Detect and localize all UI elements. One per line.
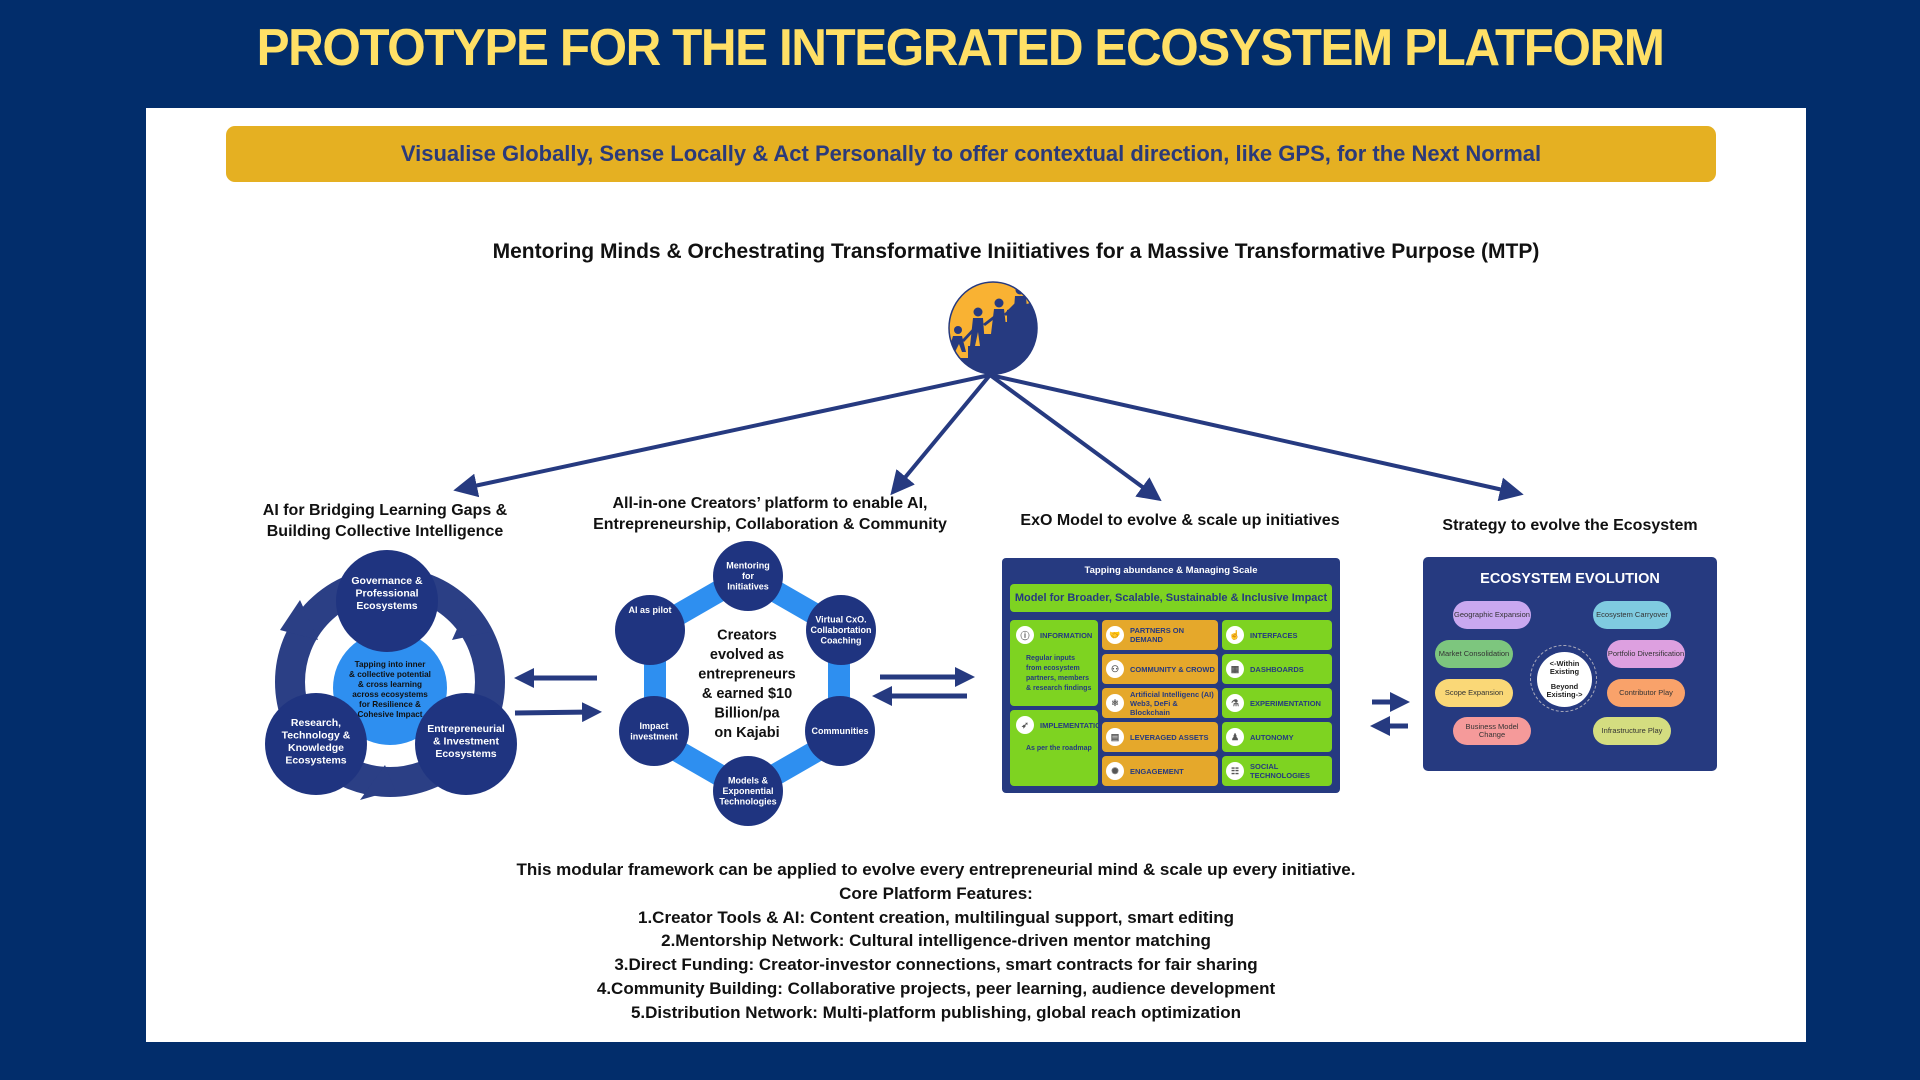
creators-node-6: AI as pilot xyxy=(628,605,671,615)
feature-item: 5.Distribution Network: Multi-platform p… xyxy=(630,1002,1242,1022)
strategy-section-title: Strategy to evolve the Ecosystem xyxy=(1442,517,1698,534)
exo-right-cell: ♟AUTONOMY xyxy=(1222,722,1332,752)
creators-node-circle xyxy=(615,595,685,665)
engagement-icon: ✺ xyxy=(1106,762,1124,780)
exo-right-cell: ☷SOCIAL TECHNOLOGIES xyxy=(1222,756,1332,786)
exo-implementation: ➶IMPLEMENTATION As per the roadmap xyxy=(1010,710,1106,786)
page-title: PROTOTYPE FOR THE INTEGRATED ECOSYSTEM P… xyxy=(256,19,1665,77)
framework-intro: This modular framework can be applied to… xyxy=(516,860,1356,879)
exo-model-bar: Model for Broader, Scalable, Sustainable… xyxy=(1010,584,1332,612)
handshake-icon: 🤝 xyxy=(1106,626,1124,644)
feature-item: 3.Direct Funding: Creator-investor conne… xyxy=(614,955,1258,975)
fanout-arrows xyxy=(453,373,1524,502)
exo-middle-cell: 🤝PARTNERS ON DEMAND xyxy=(1102,620,1218,650)
exo-right-cell: ⚗EXPERIMENTATION xyxy=(1222,688,1332,718)
features-heading: Core Platform Features: xyxy=(839,883,1033,903)
feature-item: 1.Creator Tools & AI: Content creation, … xyxy=(638,907,1234,927)
ai-center-text: Tapping into inner& collective potential… xyxy=(349,660,431,719)
creators-node-circle xyxy=(805,696,875,766)
feature-item: 2.Mentorship Network: Cultural intellige… xyxy=(661,931,1211,951)
social-icon: ☷ xyxy=(1226,762,1244,780)
assets-icon: ▤ xyxy=(1106,728,1124,746)
arrow-to-creators xyxy=(890,373,992,496)
feature-item: 4.Community Building: Collaborative proj… xyxy=(596,978,1276,998)
creators-node-3: Communities xyxy=(811,726,868,736)
ai-ecosystem-cycle xyxy=(265,550,517,800)
touch-icon: ☝ xyxy=(1226,626,1244,644)
exo-section-title: ExO Model to evolve & scale up initiativ… xyxy=(1020,512,1340,529)
center-ring xyxy=(1530,645,1597,712)
team-icon: ♟ xyxy=(1226,728,1244,746)
exo-middle-cell: ▤LEVERAGED ASSETS xyxy=(1102,722,1218,752)
mtp-heading: Mentoring Minds & Orchestrating Transfor… xyxy=(492,240,1540,263)
tagline-banner: Visualise Globally, Sense Locally & Act … xyxy=(226,126,1716,182)
exo-right-cell: ▦DASHBOARDS xyxy=(1222,654,1332,684)
dashboard-icon: ▦ xyxy=(1226,660,1244,678)
exo-model-box: Tapping abundance & Managing Scale Model… xyxy=(1002,558,1340,793)
exo-middle-cell: ✺ENGAGEMENT xyxy=(1102,756,1218,786)
ai-center-label: Tapping into inner& collective potential… xyxy=(349,660,431,719)
arrow-ai-to-creators xyxy=(514,702,602,723)
exo-header: Tapping abundance & Managing Scale xyxy=(1084,565,1258,576)
arrow-to-ai xyxy=(453,373,991,498)
exo-middle-cell: ⚛Artificial Intelligenc (AI) Web3, DeFi … xyxy=(1102,688,1218,718)
crowd-icon: ⚇ xyxy=(1106,660,1124,678)
ecosystem-center: <-Within Existing Beyond Existing-> xyxy=(1537,652,1592,707)
info-icon: ⓘ xyxy=(1016,626,1034,644)
creators-node-circle xyxy=(713,541,783,611)
strategy-bubble: Scope Expansion xyxy=(1435,679,1513,707)
exo-middle-cell: ⚇COMMUNITY & CROWD xyxy=(1102,654,1218,684)
ecosystem-evolution-title: ECOSYSTEM EVOLUTION xyxy=(1480,571,1660,587)
creators-node-circle xyxy=(619,696,689,766)
exo-right-cell: ☝INTERFACES xyxy=(1222,620,1332,650)
creators-node-circle xyxy=(806,595,876,665)
strategy-bubble: Contributor Play xyxy=(1607,679,1685,707)
strategy-bubble: Market Consolidation xyxy=(1435,640,1513,668)
strategy-bubble: Business Model Change xyxy=(1453,717,1531,745)
ai-section-title: AI for Bridging Learning Gaps & Building… xyxy=(262,502,508,540)
creators-section-title: All-in-one Creators’ platform to enable … xyxy=(593,495,947,533)
ecosystem-evolution-box: ECOSYSTEM EVOLUTION <-Within Existing Be… xyxy=(1423,557,1717,771)
strategy-bubble: Ecosystem Carryover xyxy=(1593,601,1671,629)
experiment-icon: ⚗ xyxy=(1226,694,1244,712)
arrow-to-exo xyxy=(988,373,1162,502)
creators-node-circle xyxy=(713,756,783,826)
strategy-bubble: Portfolio Diversification xyxy=(1607,640,1685,668)
ai-chip-icon: ⚛ xyxy=(1106,694,1124,712)
mtp-logo-icon xyxy=(948,281,1038,375)
arrow-to-strategy xyxy=(989,373,1524,502)
strategy-bubble: Geographic Expansion xyxy=(1453,601,1531,629)
bottom-summary: This modular framework can be applied to… xyxy=(146,858,1726,1025)
strategy-bubble: Infrastructure Play xyxy=(1593,717,1671,745)
rocket-icon: ➶ xyxy=(1016,716,1034,734)
